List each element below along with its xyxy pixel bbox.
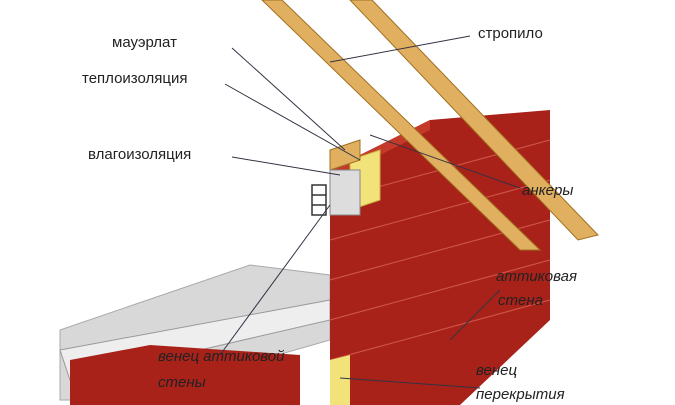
attic-wall-front xyxy=(330,110,550,405)
label-attic-wall-2: стена xyxy=(498,292,543,309)
rafter-1 xyxy=(261,0,542,251)
label-mauerlat: мауэрлат xyxy=(112,34,177,51)
label-insulation: теплоизоляция xyxy=(82,70,188,87)
brick-lines xyxy=(329,139,551,361)
label-attic-crown-2: стены xyxy=(158,374,206,391)
leader-lines xyxy=(219,35,521,389)
label-floor-crown-1: венец xyxy=(476,362,518,379)
waterproofing-block xyxy=(329,169,361,216)
rebar xyxy=(311,184,327,216)
label-waterproofing: влагоизоляция xyxy=(88,146,192,163)
floor-crown-insulation xyxy=(330,355,350,405)
crown-bricks-bottom xyxy=(70,345,300,405)
label-rafter: стропило xyxy=(478,25,543,42)
label-attic-crown-1: венец аттиковой xyxy=(158,348,285,365)
label-attic-wall-1: аттиковая xyxy=(496,268,577,285)
label-anchors: анкеры xyxy=(522,182,574,199)
label-floor-crown-2: перекрытия xyxy=(476,386,565,403)
rafter-2 xyxy=(349,0,599,241)
